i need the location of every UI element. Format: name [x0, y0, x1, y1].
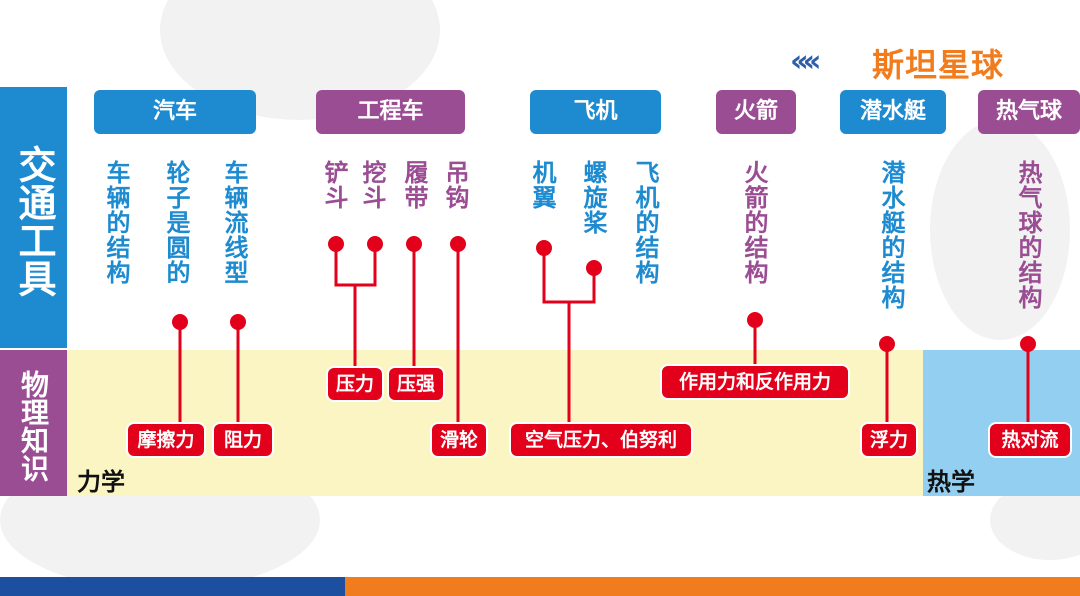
- concept-convection: 热对流: [990, 424, 1070, 456]
- footer-bar-blue: [0, 577, 345, 596]
- row-label-physics-text: 物理知识: [17, 370, 50, 482]
- feature-shovel: 铲斗: [320, 160, 348, 210]
- category-plane: 飞机: [530, 90, 661, 134]
- dot-rocket: [747, 312, 763, 328]
- category-car: 汽车: [94, 90, 256, 134]
- category-rocket: 火箭: [716, 90, 796, 134]
- dot-track: [406, 236, 422, 252]
- dot-hook: [450, 236, 466, 252]
- dot-submarine: [879, 336, 895, 352]
- feature-digger: 挖斗: [358, 160, 386, 210]
- concept-pulley: 滑轮: [432, 424, 486, 456]
- row-label-transport: 交通工具: [0, 87, 67, 348]
- feature-balloon-structure: 热气球的结构: [1014, 160, 1042, 310]
- feature-rocket-structure: 火箭的结构: [740, 160, 768, 285]
- category-hot-air-balloon: 热气球: [978, 90, 1080, 134]
- mechanics-label: 力学: [77, 468, 125, 496]
- concept-pressure: 压强: [389, 368, 443, 400]
- dot-car-streamline: [230, 314, 246, 330]
- brand-logo: ‹‹‹‹ 斯坦星球: [790, 40, 1040, 84]
- concept-friction: 摩擦力: [128, 424, 204, 456]
- feature-submarine-structure: 潜水艇的结构: [877, 160, 905, 310]
- brand-name: 斯坦星球: [872, 46, 1005, 84]
- concept-air-pressure-bernoulli: 空气压力、伯努利: [511, 424, 691, 456]
- feature-round-wheels: 轮子是圆的: [162, 160, 190, 285]
- feature-wing: 机翼: [528, 160, 556, 210]
- dot-car-wheel: [172, 314, 188, 330]
- thermal-label: 热学: [927, 468, 975, 496]
- category-submarine: 潜水艇: [840, 90, 946, 134]
- category-engineering-vehicle: 工程车: [316, 90, 465, 134]
- concept-buoyancy: 浮力: [862, 424, 916, 456]
- feature-streamline: 车辆流线型: [220, 160, 248, 285]
- concept-pressure-force: 压力: [328, 368, 382, 400]
- dot-balloon: [1020, 336, 1036, 352]
- feature-hook: 吊钩: [441, 160, 469, 210]
- row-label-transport-text: 交通工具: [12, 145, 56, 297]
- footer-bar-orange: [345, 577, 1080, 596]
- dot-propeller: [586, 260, 602, 276]
- feature-track: 履带: [400, 160, 428, 210]
- dot-digger: [367, 236, 383, 252]
- dot-wing: [536, 240, 552, 256]
- feature-car-structure: 车辆的结构: [102, 160, 130, 285]
- concept-action-reaction: 作用力和反作用力: [662, 366, 848, 398]
- dot-shovel: [328, 236, 344, 252]
- row-label-physics: 物理知识: [0, 350, 67, 496]
- thermal-band: 热学: [923, 350, 1080, 496]
- feature-propeller: 螺旋桨: [579, 160, 607, 235]
- concept-resistance: 阻力: [214, 424, 272, 456]
- feature-plane-structure: 飞机的结构: [631, 160, 659, 285]
